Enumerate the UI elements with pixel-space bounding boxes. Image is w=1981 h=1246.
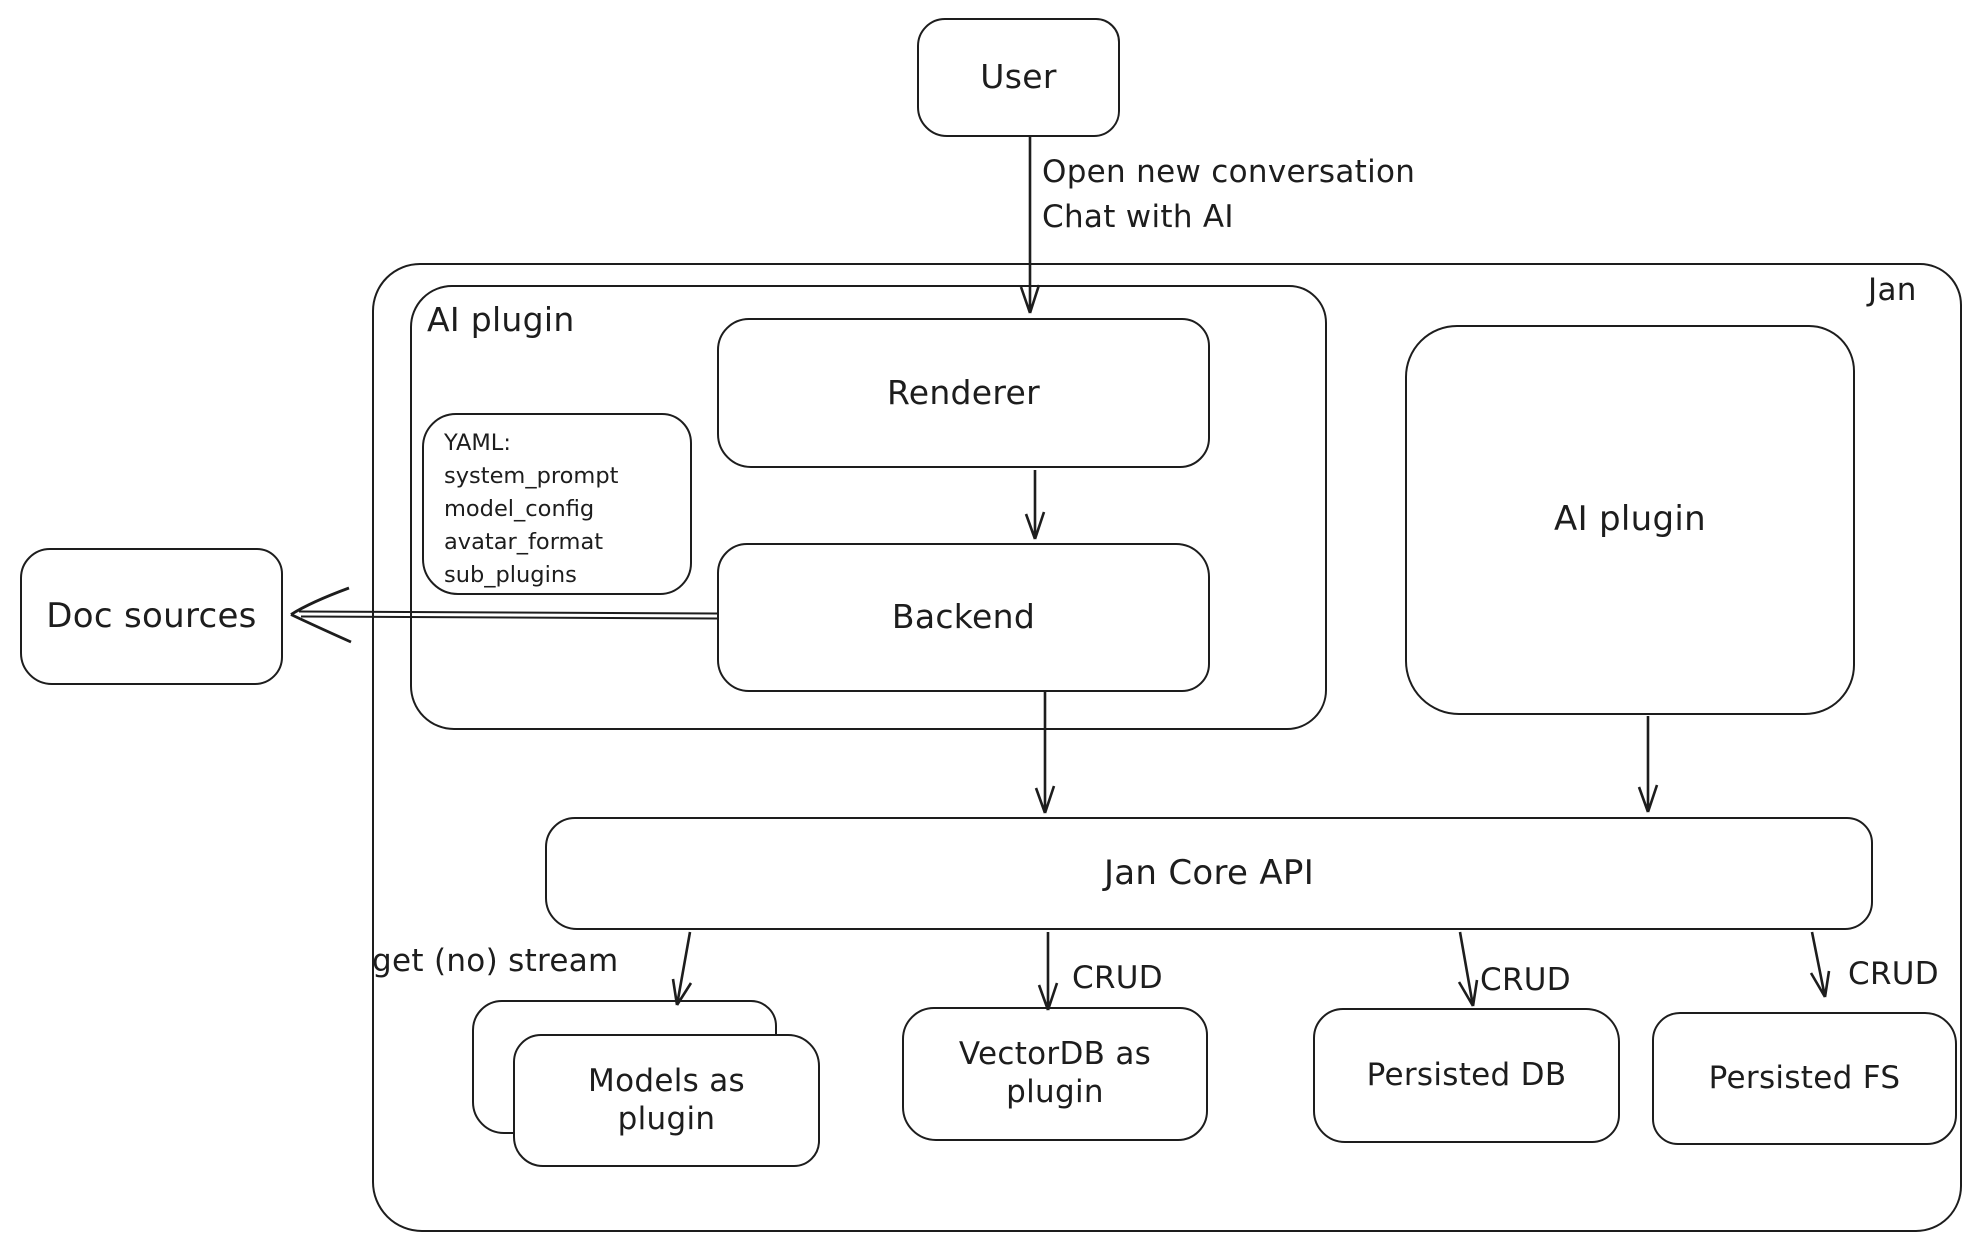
jan-label: Jan — [1868, 272, 1917, 308]
vectordb-as-plugin-label: VectorDB as plugin — [958, 1036, 1152, 1110]
jan-core-api-label: Jan Core API — [1103, 852, 1315, 893]
models-as-plugin-label: Models as plugin — [588, 1062, 745, 1137]
backend-node: Backend — [717, 543, 1210, 692]
persisted-fs-label: Persisted FS — [1708, 1059, 1901, 1096]
renderer-label: Renderer — [886, 372, 1041, 412]
edge-label-crud-persisted-db: CRUD — [1480, 962, 1571, 998]
jan-container — [372, 263, 1962, 1232]
doc-sources-node: Doc sources — [20, 548, 283, 685]
user-label: User — [980, 57, 1057, 97]
edge-label-get-no-stream: get (no) stream — [372, 943, 619, 979]
persisted-db-label: Persisted DB — [1366, 1056, 1567, 1093]
yaml-note-text: YAML: system_prompt model_config avatar_… — [444, 427, 682, 592]
yaml-line: sub_plugins — [444, 562, 577, 588]
ai-plugin-container — [410, 285, 1327, 730]
persisted-fs-node: Persisted FS — [1652, 1012, 1957, 1145]
yaml-line: system_prompt — [444, 463, 619, 489]
edge-label-line1: Open new conversation — [1042, 154, 1416, 190]
doc-sources-label: Doc sources — [46, 595, 257, 636]
vectordb-as-plugin-node: VectorDB as plugin — [902, 1007, 1208, 1141]
ai-plugin-right-label: AI plugin — [1554, 499, 1706, 540]
ai-plugin-right-node: AI plugin — [1405, 325, 1855, 715]
ai-plugin-container-label: AI plugin — [427, 300, 575, 339]
edge-label-open-conversation: Open new conversation Chat with AI — [1042, 150, 1415, 240]
arrowhead-doc-sources — [290, 586, 352, 644]
persisted-db-node: Persisted DB — [1313, 1008, 1620, 1143]
yaml-title: YAML: — [444, 430, 511, 456]
backend-label: Backend — [891, 597, 1036, 637]
edge-label-line2: Chat with AI — [1042, 199, 1234, 235]
edge-label-crud-persisted-fs: CRUD — [1848, 956, 1939, 992]
renderer-node: Renderer — [717, 318, 1210, 468]
jan-core-api-node: Jan Core API — [545, 817, 1873, 930]
yaml-note: YAML: system_prompt model_config avatar_… — [422, 413, 692, 595]
yaml-line: model_config — [444, 496, 595, 522]
models-as-plugin-node: Models as plugin — [513, 1034, 820, 1167]
edge-label-crud-vectordb: CRUD — [1072, 960, 1163, 996]
yaml-line: avatar_format — [444, 529, 604, 555]
user-node: User — [917, 18, 1120, 137]
